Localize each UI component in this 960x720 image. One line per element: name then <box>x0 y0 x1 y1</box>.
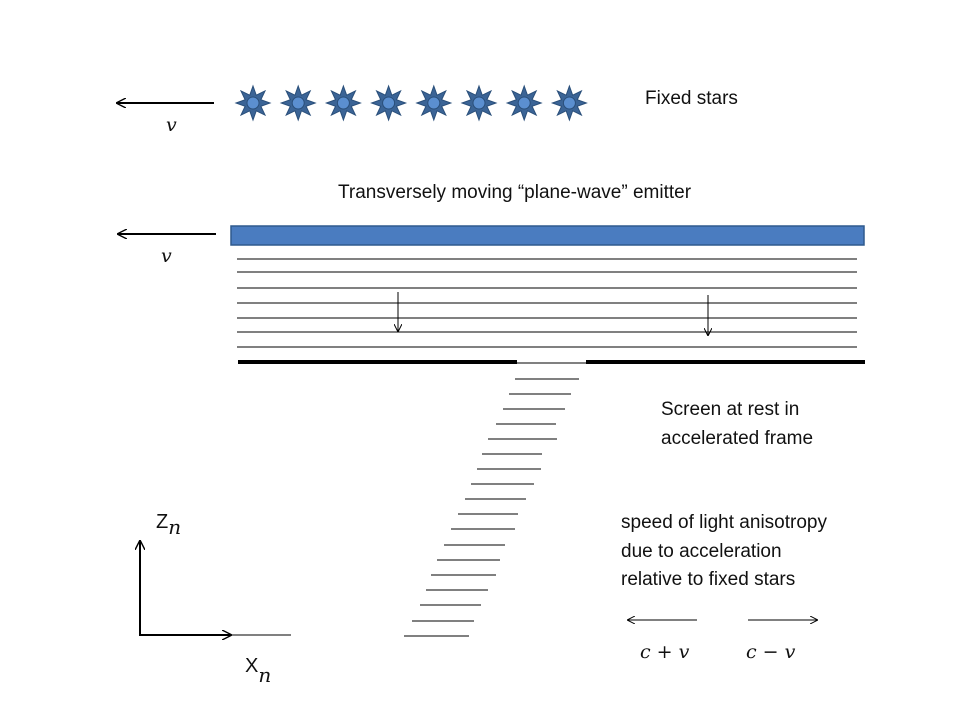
fixed-star-center <box>562 96 576 110</box>
anisotropy-label-line2: due to acceleration <box>621 540 782 562</box>
anisotropy-label: speed of light anisotropy due to acceler… <box>621 509 827 595</box>
fixed-star-center <box>472 96 486 110</box>
x-axis-subscript: n <box>258 663 272 687</box>
screen-label: Screen at rest in accelerated frame <box>661 396 813 453</box>
z-axis-letter: Z <box>156 511 169 533</box>
diffracted-wavefronts <box>404 378 579 637</box>
screen-label-line1: Screen at rest in <box>661 399 800 420</box>
emitter-velocity-label: v <box>161 245 172 267</box>
fixed-stars-group <box>234 84 588 122</box>
z-axis-label: Zn <box>156 509 181 539</box>
fixed-star-center <box>427 96 441 110</box>
fixed-star-center <box>246 96 260 110</box>
x-axis-label: Xn <box>245 653 271 687</box>
fixed-stars-label: Fixed stars <box>645 88 738 109</box>
stars-velocity-label: v <box>166 114 177 136</box>
fixed-star-center <box>291 96 305 110</box>
fixed-star-center <box>382 96 396 110</box>
fixed-star-center <box>336 96 350 110</box>
anisotropy-label-line1: speed of light anisotropy <box>621 512 827 533</box>
c-minus-v-label: c − v <box>746 641 796 663</box>
x-axis-letter: X <box>245 655 259 677</box>
emitter-label: Transversely moving “plane-wave” emitter <box>338 182 692 203</box>
fixed-star-center <box>517 96 531 110</box>
plane-wave-emitter <box>230 225 865 246</box>
plane-wavefronts <box>237 258 857 348</box>
anisotropy-label-line3: relative to fixed stars <box>621 569 796 590</box>
c-plus-v-label: c + v <box>640 641 690 663</box>
screen-label-line2: accelerated frame <box>661 427 814 449</box>
z-axis-subscript: n <box>168 515 182 539</box>
